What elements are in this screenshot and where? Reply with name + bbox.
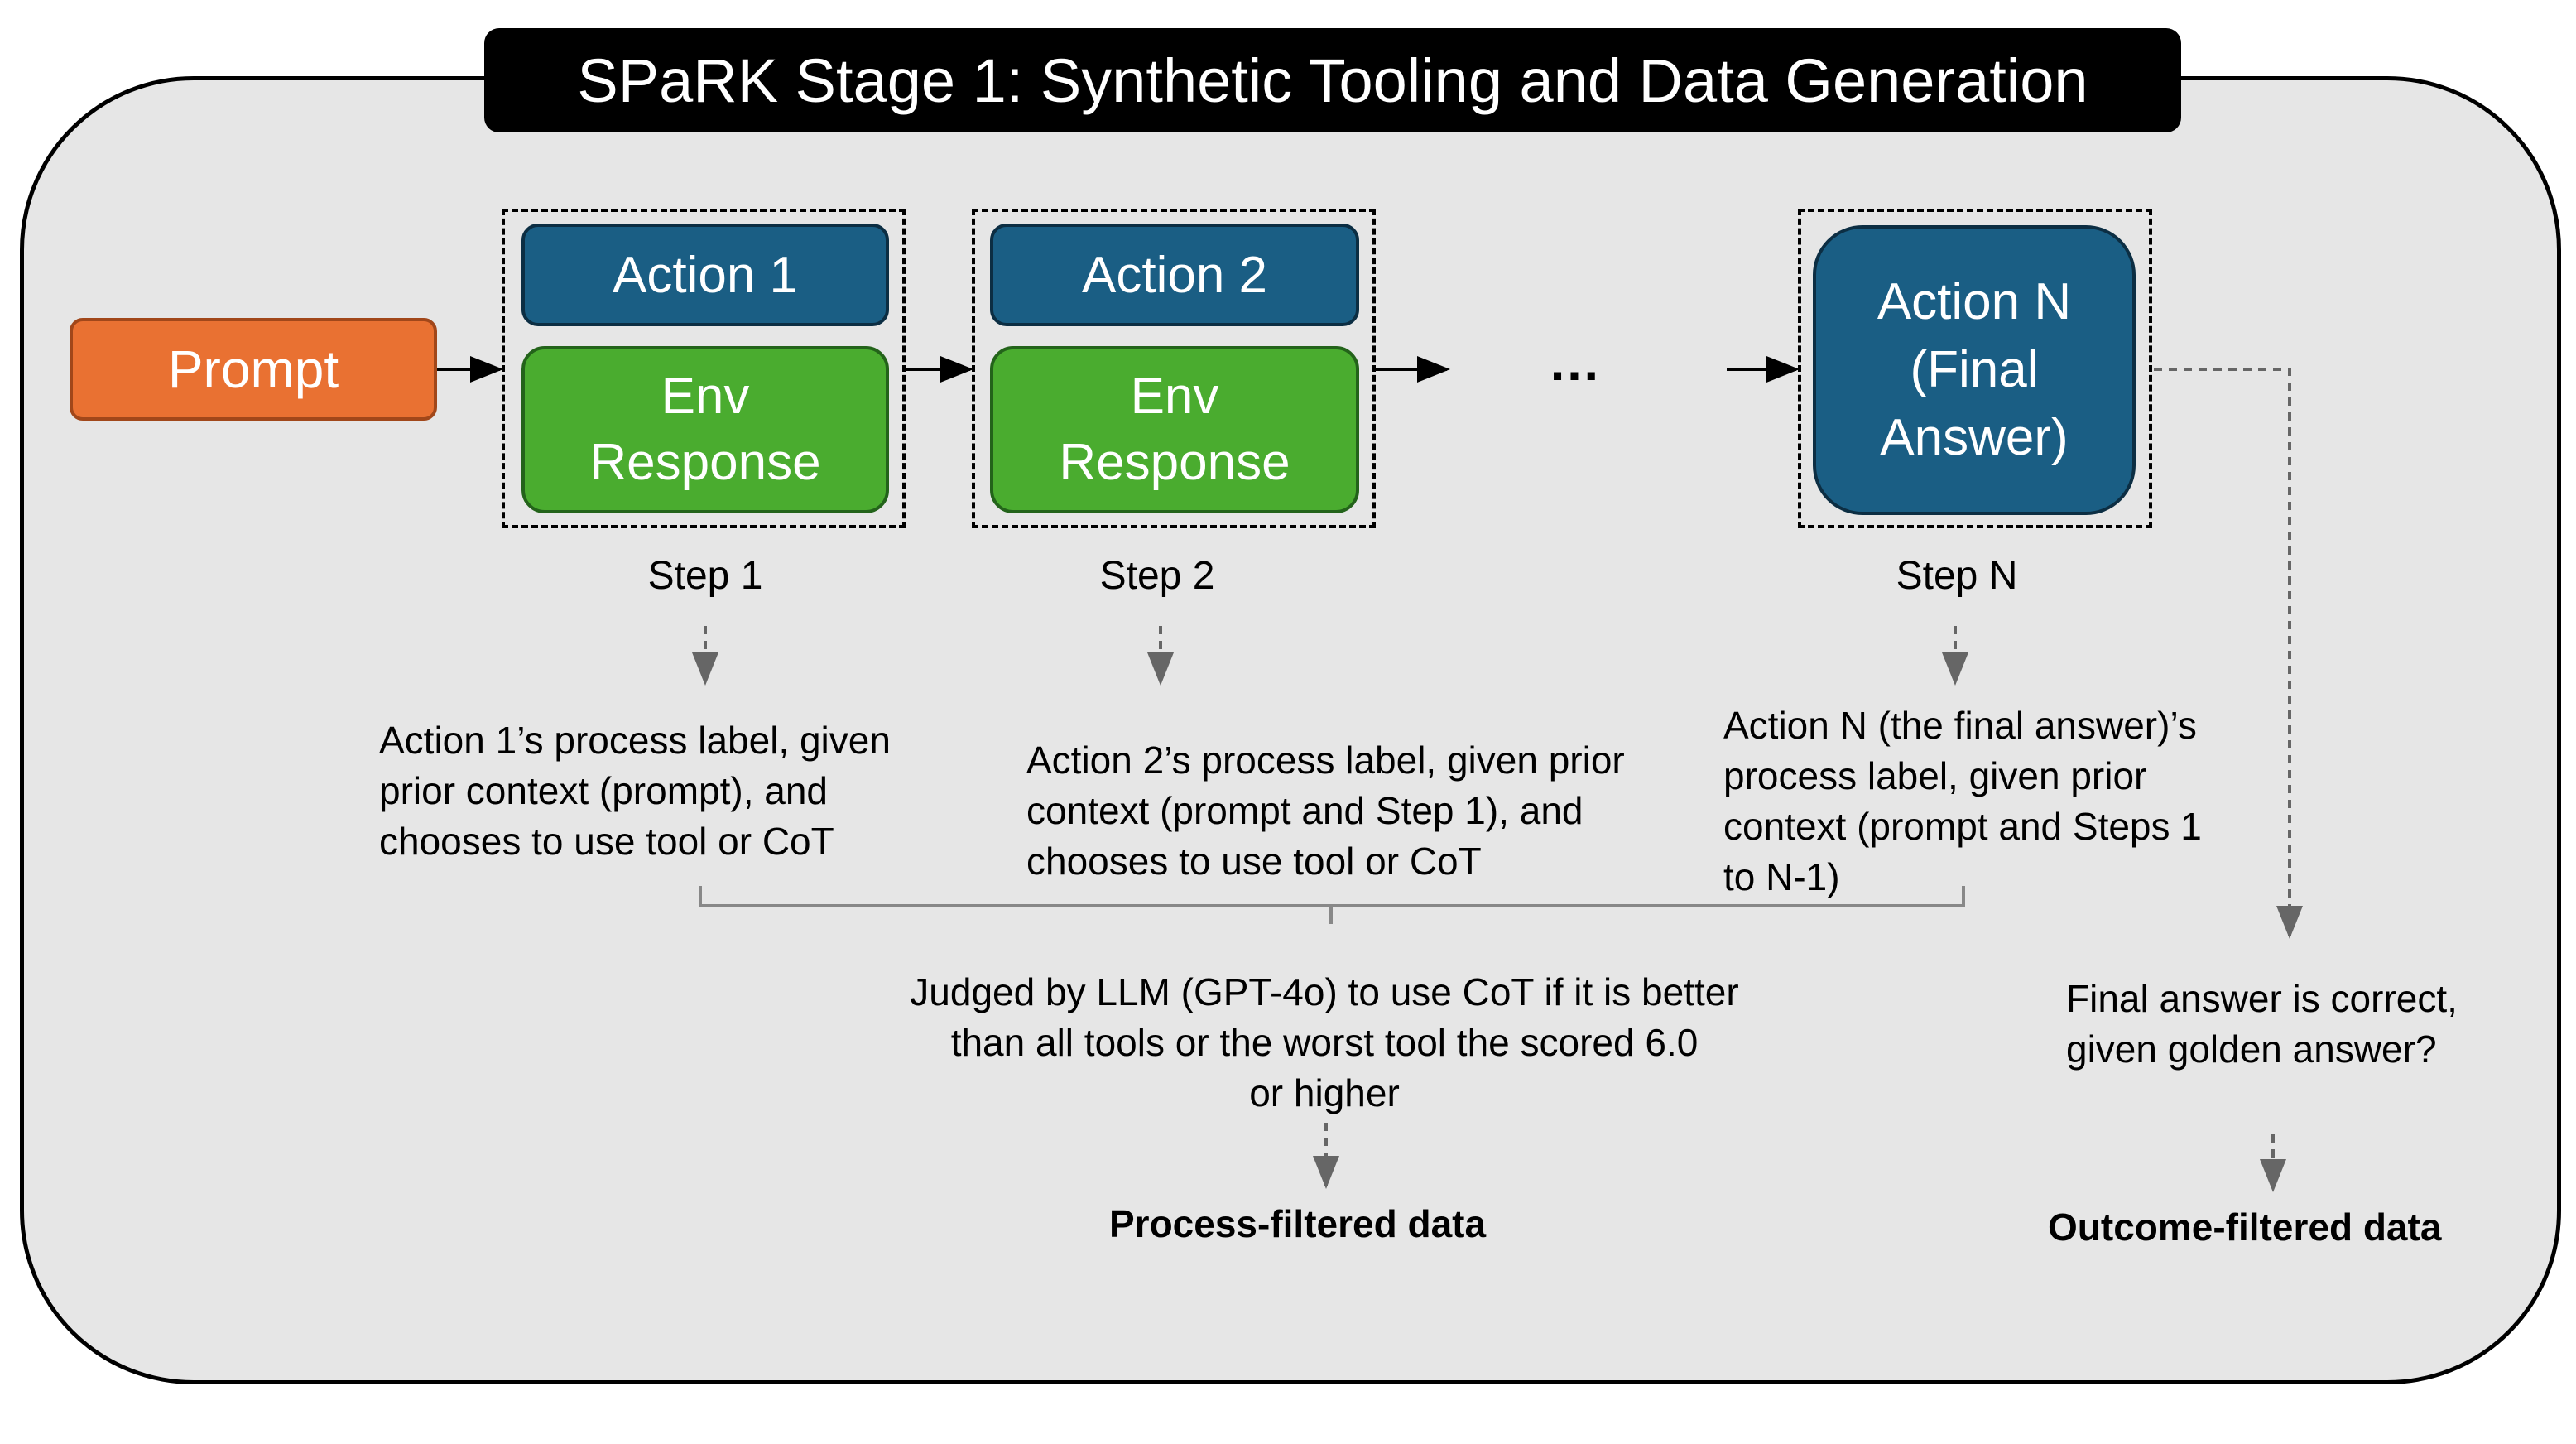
outcome-filtered-data: Outcome-filtered data <box>2048 1206 2442 1249</box>
step-2-description: Action 2’s process label, given prior co… <box>1026 739 1625 883</box>
llm-judge-text: Judged by LLM (GPT-4o) to use CoT if it … <box>910 970 1739 1114</box>
step-n-label: Step N <box>1896 554 2018 598</box>
action-1-box: Action 1 <box>521 224 889 326</box>
step-2-label: Step 2 <box>1099 554 1215 598</box>
prompt-box: Prompt <box>70 318 437 421</box>
step-2-group <box>972 209 1376 528</box>
step-1-group <box>502 209 906 528</box>
outcome-question: Final answer is correct, given golden an… <box>2066 977 2458 1071</box>
step-1-label: Step 1 <box>647 554 763 598</box>
action-2-box: Action 2 <box>990 224 1359 326</box>
arrow-final-to-outcome <box>2154 368 2303 939</box>
process-filtered-data: Process-filtered data <box>1109 1202 1487 1245</box>
env-response-1-box: Env Response <box>521 346 889 513</box>
grouping-bracket <box>699 886 1965 924</box>
diagram-title: SPaRK Stage 1: Synthetic Tooling and Dat… <box>484 28 2181 132</box>
ellipsis: … <box>1548 332 1601 392</box>
step-n-group <box>1798 209 2152 528</box>
env-response-2-box: Env Response <box>990 346 1359 513</box>
action-n-final-answer-box: Action N (Final Answer) <box>1813 225 2136 515</box>
step-1-description: Action 1’s process label, given prior co… <box>379 719 891 863</box>
step-n-description: Action N (the final answer)’s process la… <box>1723 704 2202 898</box>
